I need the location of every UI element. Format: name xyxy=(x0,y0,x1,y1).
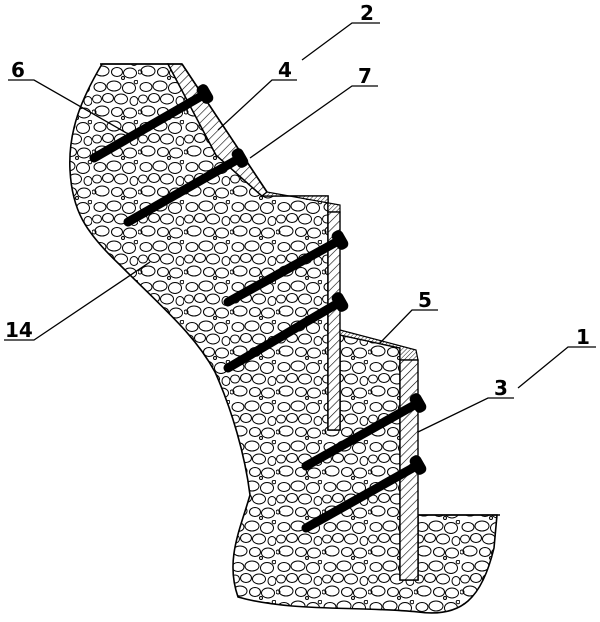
anchor-bolt-2 xyxy=(123,153,245,227)
anchor-head-5 xyxy=(409,393,427,413)
anchor-head-1 xyxy=(196,84,214,104)
upper-retaining-wall xyxy=(327,211,341,431)
anchor-bolt-3 xyxy=(223,235,345,307)
leader-2 xyxy=(301,22,380,61)
label-6: 6 xyxy=(11,58,25,82)
leader-4 xyxy=(217,79,297,131)
anchor-bolt-1 xyxy=(89,89,210,163)
anchor-head-2 xyxy=(231,148,249,168)
anchor-bolt-5 xyxy=(301,398,423,471)
anchor-bolt-6 xyxy=(301,460,423,533)
leader-3 xyxy=(417,397,514,433)
label-1: 1 xyxy=(576,325,590,349)
leader-6 xyxy=(8,79,131,136)
label-4: 4 xyxy=(278,58,292,82)
anchor-head-3 xyxy=(331,230,349,250)
label-14: 14 xyxy=(5,318,33,342)
anchor-bolt-4 xyxy=(223,297,345,373)
leader-14 xyxy=(4,261,151,341)
anchor-bolts xyxy=(89,89,423,533)
anchor-head-6 xyxy=(409,455,427,475)
leader-lines xyxy=(4,22,596,433)
leader-5 xyxy=(379,309,438,344)
label-5: 5 xyxy=(418,288,432,312)
label-3: 3 xyxy=(494,376,508,400)
leader-1 xyxy=(517,346,596,389)
label-7: 7 xyxy=(358,64,372,88)
anchor-heads xyxy=(196,84,427,475)
leader-7 xyxy=(249,85,378,159)
label-2: 2 xyxy=(360,1,374,25)
upper-slope-surface xyxy=(181,63,268,193)
anchor-head-4 xyxy=(331,292,349,312)
